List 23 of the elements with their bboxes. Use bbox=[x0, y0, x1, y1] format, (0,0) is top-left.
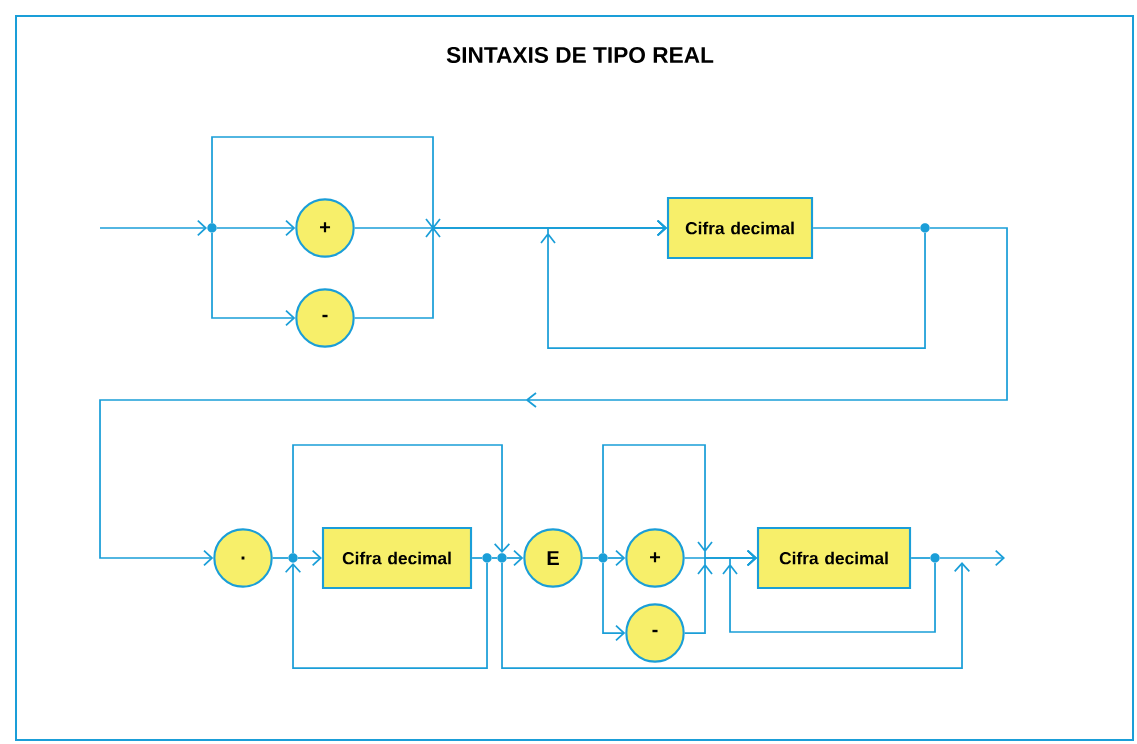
arrow bbox=[607, 549, 626, 567]
arrow bbox=[216, 219, 296, 237]
arrow bbox=[501, 562, 971, 669]
process-box: Cifra decimal bbox=[321, 526, 473, 590]
process-box: Cifra decimal bbox=[666, 196, 814, 260]
connector-line bbox=[812, 227, 921, 229]
arrow bbox=[939, 549, 1005, 567]
arrow bbox=[211, 232, 296, 327]
process-box: Cifra decimal bbox=[756, 526, 912, 590]
arrow bbox=[284, 562, 488, 669]
arrow bbox=[297, 549, 322, 567]
arrow bbox=[292, 444, 511, 554]
arrow bbox=[602, 562, 626, 642]
connector-line bbox=[581, 557, 599, 559]
arrow bbox=[99, 219, 208, 237]
title: SINTAXIS DE TIPO REAL bbox=[446, 47, 714, 64]
arrow bbox=[540, 219, 926, 349]
connector-line bbox=[910, 557, 931, 559]
connector-line bbox=[491, 557, 498, 559]
connector-line bbox=[271, 557, 289, 559]
arrow bbox=[99, 227, 1008, 567]
arrow bbox=[722, 549, 936, 633]
connector-line bbox=[471, 557, 483, 559]
